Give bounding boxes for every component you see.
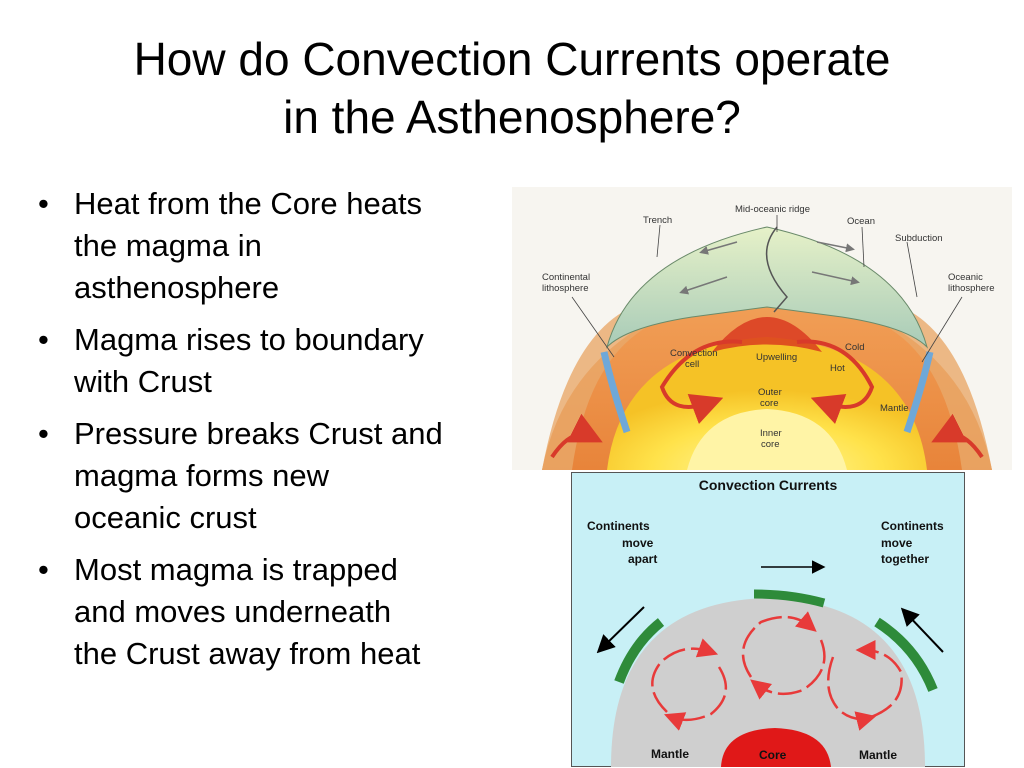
label-continental: Continental [542,272,590,283]
label-cold: Cold [845,342,865,353]
bullet-line: the magma in [74,228,262,263]
convection-arrow [659,339,743,424]
bullet-line: Magma rises to boundary [74,322,424,357]
inner-core [687,409,847,470]
label-continental-2: lithosphere [542,283,588,294]
bullet-item: • Magma rises to boundary with Crust [36,319,506,403]
label-trench: Trench [643,215,672,226]
bullet-dot-icon: • [38,416,49,451]
label-convection-2: cell [685,359,699,370]
label-mantle-right: Mantle [859,748,897,762]
label-inner: Inner [760,428,782,439]
bullet-list: • Heat from the Core heats the magma in … [36,183,506,685]
core [721,728,831,767]
label-together-2: move [881,536,913,550]
convection-loop [826,656,877,731]
label-oceanic-2: lithosphere [948,283,994,294]
title-line-1: How do Convection Currents operate [133,33,891,85]
label-mantle: Mantle [880,403,909,414]
label-core: Core [759,748,787,762]
subducting-slab [600,351,631,434]
leader-line [921,296,963,363]
convection-loop [664,666,728,731]
crust-top [753,589,826,608]
label-apart-3: apart [628,552,657,566]
crust-right [874,617,938,692]
bullet-dot-icon: • [38,322,49,357]
leader-line [656,224,661,258]
label-together-1: Continents [881,519,944,533]
outer-core [607,337,927,470]
label-ridge: Mid-oceanic ridge [735,204,810,215]
convection-title: Convection Currents [699,477,838,493]
label-subduction: Subduction [895,233,943,244]
plate-arrow [816,241,855,253]
label-together-3: together [881,552,929,566]
plate-arrow [679,276,728,295]
label-ocean: Ocean [847,216,875,227]
convection-arrow [931,413,984,459]
label-mantle-left: Mantle [651,747,689,761]
bullet-line: Heat from the Core heats [74,186,423,221]
label-apart-1: Continents [587,519,650,533]
bullet-line: Most magma is trapped [74,552,398,587]
label-outer-2: core [760,398,778,409]
convection-currents-diagram: Convection Currents Continents move apar… [571,472,965,767]
bullet-item: • Heat from the Core heats the magma in … [36,183,506,309]
crust-left [614,618,665,684]
bullet-line: the Crust away from heat [74,636,421,671]
leader-line [861,226,865,268]
label-oceanic: Oceanic [948,272,983,283]
bullet-line: asthenosphere [74,270,280,305]
convection-arrow [796,339,875,424]
bullet-line: oceanic crust [74,500,257,535]
bullet-item: • Pressure breaks Crust and magma forms … [36,413,506,539]
bullet-line: magma forms new [74,458,329,493]
convection-arrow [550,413,603,459]
plate-arrow [699,241,738,255]
convection-loop [651,638,719,713]
bullet-line: Pressure breaks Crust and [74,416,443,451]
label-inner-2: core [761,439,779,450]
bullet-dot-icon: • [38,552,49,587]
subducting-slab [903,351,934,434]
bullet-line: with Crust [74,364,212,399]
leader-line [571,296,615,358]
label-convection: Convection [670,348,718,359]
label-apart-2: move [622,536,654,550]
title-line-2: in the Asthenosphere? [283,91,741,143]
bullet-line: and moves underneath [74,594,392,629]
slide-title: How do Convection Currents operate in th… [40,30,984,146]
convection-loop [855,640,903,719]
bullet-item: • Most magma is trapped and moves undern… [36,549,506,675]
label-hot: Hot [830,363,845,374]
earth-cross-section-diagram: Trench Mid-oceanic ridge Ocean Subductio… [512,187,1012,470]
convection-loop [750,639,826,700]
label-outer: Outer [758,387,782,398]
move-arrow [900,607,944,653]
ridge-line [765,226,788,313]
label-upwelling: Upwelling [756,352,797,363]
bullet-dot-icon: • [38,186,49,221]
leader-line [906,241,918,298]
convection-loop [741,611,817,678]
plate-arrow [811,271,860,286]
ocean-block [606,226,928,349]
move-arrow [596,606,645,654]
